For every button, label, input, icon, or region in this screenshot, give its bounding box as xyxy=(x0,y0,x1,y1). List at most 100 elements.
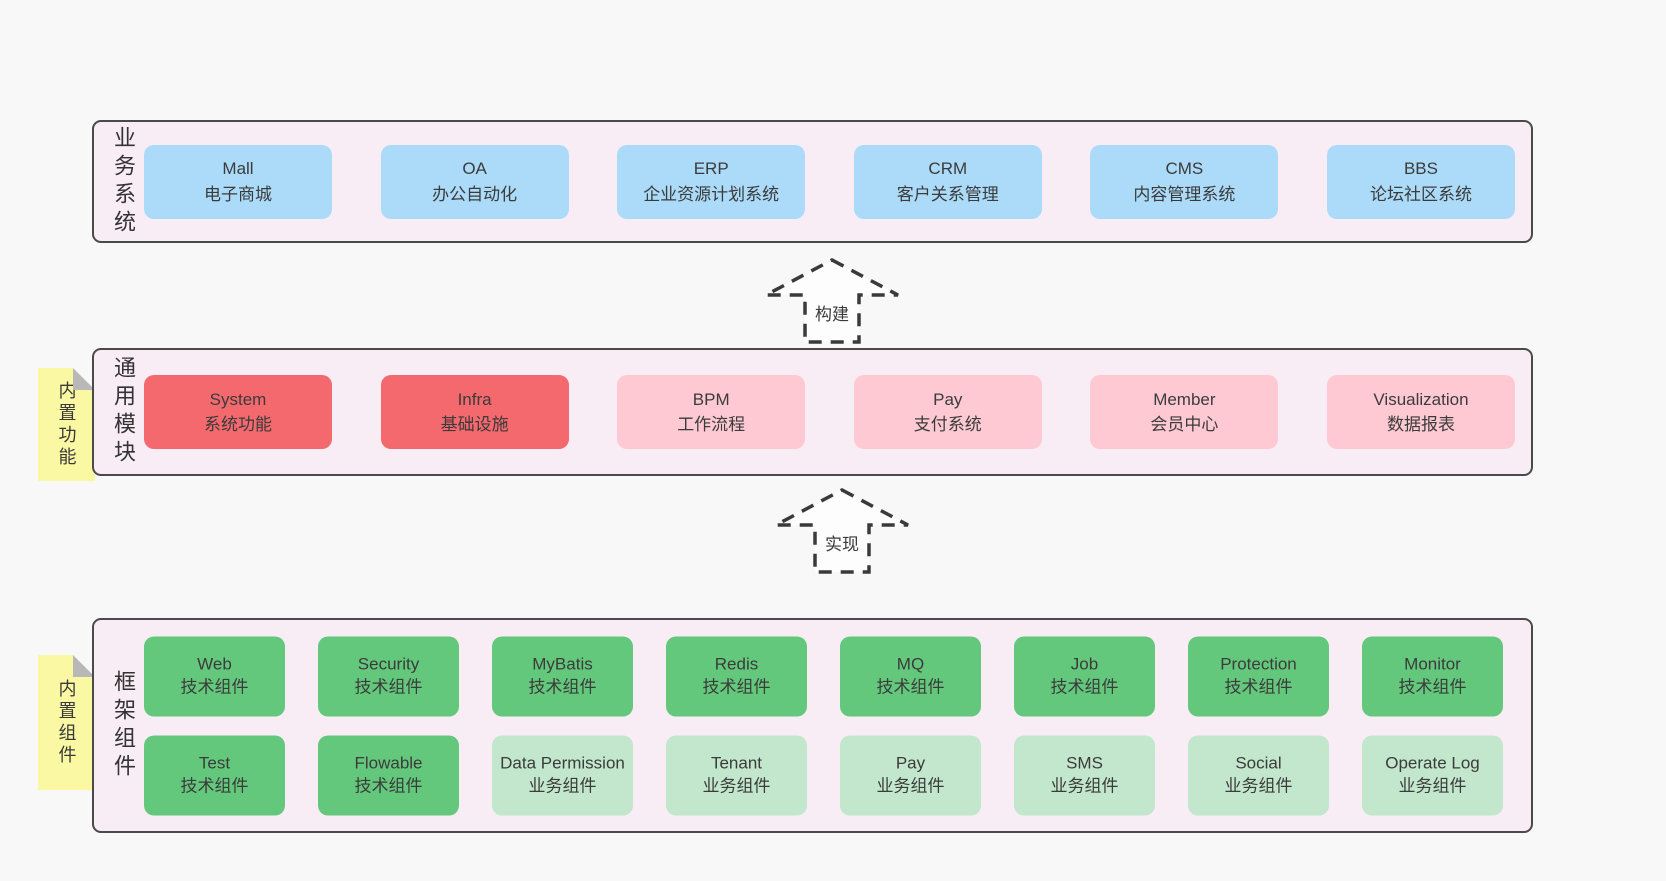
tech-components-row: Web 技术组件 Security 技术组件 MyBatis 技术组件 Redi… xyxy=(144,636,1503,716)
band-label-framework-components: 框架组件 xyxy=(111,669,136,782)
box-subtitle: 业务组件 xyxy=(1224,776,1293,795)
box-title: Flowable xyxy=(354,753,423,773)
box-title: Redis xyxy=(714,654,759,674)
note-label: 内置组件 xyxy=(56,678,77,767)
box-bpm: BPM 工作流程 xyxy=(617,375,806,449)
box-system: System 系统功能 xyxy=(144,375,332,449)
box-mall: Mall 电子商城 xyxy=(144,144,332,219)
box-title: Social xyxy=(1235,753,1282,773)
box-subtitle: 基础设施 xyxy=(440,415,509,434)
note-fold-icon xyxy=(73,655,95,677)
framework-components-boxes: Web 技术组件 Security 技术组件 MyBatis 技术组件 Redi… xyxy=(144,636,1503,815)
box-subtitle: 技术组件 xyxy=(876,677,945,696)
box-flowable: Flowable 技术组件 xyxy=(318,735,459,815)
box-erp: ERP 企业资源计划系统 xyxy=(617,144,806,219)
box-title: Web xyxy=(197,654,232,674)
common-modules-band: 通用模块 System 系统功能 Infra 基础设施 BPM 工作流程 Pay… xyxy=(92,348,1533,476)
box-subtitle: 电子商城 xyxy=(204,184,272,204)
box-subtitle: 客户关系管理 xyxy=(896,184,999,204)
box-web: Web 技术组件 xyxy=(144,636,285,716)
box-subtitle: 技术组件 xyxy=(354,677,423,696)
arrow-label: 构建 xyxy=(815,305,849,324)
box-subtitle: 办公自动化 xyxy=(432,184,518,204)
band-label-common-modules: 通用模块 xyxy=(111,356,136,468)
common-modules-boxes: System 系统功能 Infra 基础设施 BPM 工作流程 Pay 支付系统… xyxy=(144,375,1515,449)
box-security: Security 技术组件 xyxy=(318,636,459,716)
box-subtitle: 支付系统 xyxy=(913,415,982,434)
box-title: System xyxy=(209,389,267,409)
box-title: ERP xyxy=(693,159,729,178)
box-title: MQ xyxy=(896,654,925,674)
box-title: CRM xyxy=(928,159,968,178)
box-title: Security xyxy=(357,654,420,674)
box-title: Infra xyxy=(457,389,492,409)
implement-arrow: 实现 xyxy=(772,487,912,575)
box-subtitle: 业务组件 xyxy=(1398,776,1467,795)
box-subtitle: 工作流程 xyxy=(677,415,746,434)
box-subtitle: 技术组件 xyxy=(702,677,771,696)
box-tenant: Tenant 业务组件 xyxy=(666,735,807,815)
box-subtitle: 技术组件 xyxy=(1050,677,1119,696)
box-subtitle: 业务组件 xyxy=(702,776,771,795)
box-member: Member 会员中心 xyxy=(1090,375,1279,449)
box-subtitle: 业务组件 xyxy=(876,776,945,795)
box-operate-log: Operate Log 业务组件 xyxy=(1362,735,1503,815)
box-subtitle: 内容管理系统 xyxy=(1133,184,1236,204)
box-subtitle: 技术组件 xyxy=(354,776,423,795)
box-title: Tenant xyxy=(710,753,763,773)
box-subtitle: 技术组件 xyxy=(180,776,249,795)
framework-components-band: 框架组件 Web 技术组件 Security 技术组件 MyBatis 技术组件… xyxy=(92,618,1533,833)
box-subtitle: 企业资源计划系统 xyxy=(643,184,780,204)
box-mq: MQ 技术组件 xyxy=(840,636,981,716)
box-subtitle: 技术组件 xyxy=(528,677,597,696)
box-redis: Redis 技术组件 xyxy=(666,636,807,716)
box-subtitle: 数据报表 xyxy=(1386,415,1455,434)
box-sms: SMS 业务组件 xyxy=(1014,735,1155,815)
up-arrow-icon xyxy=(775,488,909,574)
box-job: Job 技术组件 xyxy=(1014,636,1155,716)
box-visualization: Visualization 数据报表 xyxy=(1326,375,1515,449)
box-infra: Infra 基础设施 xyxy=(380,375,569,449)
box-social: Social 业务组件 xyxy=(1188,735,1329,815)
box-oa: OA 办公自动化 xyxy=(380,144,569,219)
box-title: Job xyxy=(1070,654,1099,674)
band-label-business-systems: 业务系统 xyxy=(111,125,136,238)
box-title: MyBatis xyxy=(532,654,593,674)
box-title: OA xyxy=(462,159,487,178)
box-title: Pay xyxy=(895,753,926,773)
box-cms: CMS 内容管理系统 xyxy=(1090,144,1279,219)
box-subtitle: 论坛社区系统 xyxy=(1369,184,1472,204)
box-title: Member xyxy=(1153,389,1216,409)
box-subtitle: 会员中心 xyxy=(1150,415,1219,434)
box-title: SMS xyxy=(1066,753,1103,773)
box-test: Test 技术组件 xyxy=(144,735,285,815)
box-subtitle: 业务组件 xyxy=(528,776,597,795)
box-data-permission: Data Permission 业务组件 xyxy=(492,735,633,815)
box-title: Pay xyxy=(933,389,963,409)
box-pay-biz: Pay 业务组件 xyxy=(840,735,981,815)
note-fold-icon xyxy=(73,368,95,390)
box-subtitle: 业务组件 xyxy=(1050,776,1119,795)
box-title: Visualization xyxy=(1373,389,1469,409)
box-protection: Protection 技术组件 xyxy=(1188,636,1329,716)
business-systems-boxes: Mall 电子商城 OA 办公自动化 ERP 企业资源计划系统 CRM 客户关系… xyxy=(144,144,1515,219)
box-subtitle: 技术组件 xyxy=(1398,677,1467,696)
note-label: 内置功能 xyxy=(56,380,77,469)
box-monitor: Monitor 技术组件 xyxy=(1362,636,1503,716)
box-mybatis: MyBatis 技术组件 xyxy=(492,636,633,716)
box-subtitle: 系统功能 xyxy=(204,415,272,434)
box-title: BPM xyxy=(692,389,730,409)
box-title: Test xyxy=(198,753,231,773)
arrow-label: 实现 xyxy=(825,535,859,554)
box-subtitle: 技术组件 xyxy=(180,677,249,696)
box-title: Monitor xyxy=(1404,654,1461,674)
sticky-note-built-in-components: 内置组件 xyxy=(38,655,95,790)
biz-components-row: Test 技术组件 Flowable 技术组件 Data Permission … xyxy=(144,735,1503,815)
box-crm: CRM 客户关系管理 xyxy=(853,144,1042,219)
box-title: CMS xyxy=(1165,159,1204,178)
box-title: Mall xyxy=(222,159,254,178)
business-systems-band: 业务系统 Mall 电子商城 OA 办公自动化 ERP 企业资源计划系统 CRM… xyxy=(92,120,1533,243)
build-arrow: 构建 xyxy=(762,257,902,345)
box-subtitle: 技术组件 xyxy=(1224,677,1293,696)
